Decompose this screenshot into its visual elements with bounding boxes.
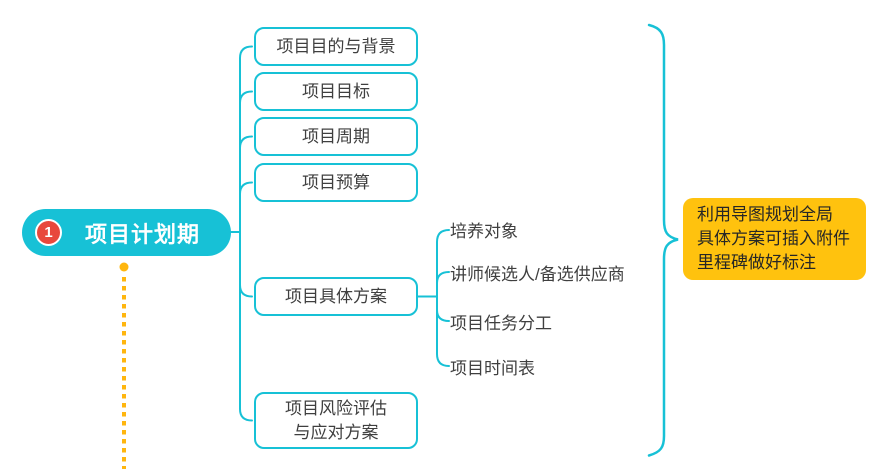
topic-goals[interactable]: 项目目标 bbox=[254, 72, 418, 111]
root-topic-label: 项目计划期 bbox=[84, 221, 200, 247]
subtopic-timetable[interactable]: 项目时间表 bbox=[450, 358, 535, 378]
annotation-note[interactable]: 利用导图规划全局 具体方案可插入附件 里程碑做好标注 bbox=[683, 198, 866, 280]
topic-label-line2: 与应对方案 bbox=[293, 422, 379, 442]
topic-purpose-background[interactable]: 项目目的与背景 bbox=[254, 27, 418, 66]
topic-label: 项目具体方案 bbox=[285, 286, 387, 306]
root-topic[interactable]: 1 项目计划期 bbox=[22, 209, 231, 256]
brace-icon bbox=[647, 23, 679, 457]
subtopic-lecturer-candidates[interactable]: 讲师候选人/备选供应商 bbox=[450, 264, 625, 284]
topic-label: 项目目标 bbox=[302, 81, 370, 101]
topic-label: 项目风险评估 bbox=[285, 398, 387, 418]
subtopic-training-targets[interactable]: 培养对象 bbox=[450, 221, 518, 241]
subtopic-task-division[interactable]: 项目任务分工 bbox=[450, 313, 552, 333]
topic-budget[interactable]: 项目预算 bbox=[254, 163, 418, 202]
numbered-badge-icon: 1 bbox=[35, 219, 62, 246]
note-line: 里程碑做好标注 bbox=[697, 253, 816, 272]
topic-specific-plan[interactable]: 项目具体方案 bbox=[254, 277, 418, 316]
note-line: 具体方案可插入附件 bbox=[697, 229, 850, 248]
topic-risk-assessment[interactable]: 项目风险评估 与应对方案 bbox=[254, 392, 418, 449]
note-line: 利用导图规划全局 bbox=[697, 205, 833, 224]
topic-cycle[interactable]: 项目周期 bbox=[254, 117, 418, 156]
topic-label: 项目预算 bbox=[302, 172, 370, 192]
dotted-hanger-line bbox=[119, 262, 129, 469]
topic-label: 项目周期 bbox=[302, 126, 370, 146]
topic-label: 项目目的与背景 bbox=[276, 36, 396, 56]
